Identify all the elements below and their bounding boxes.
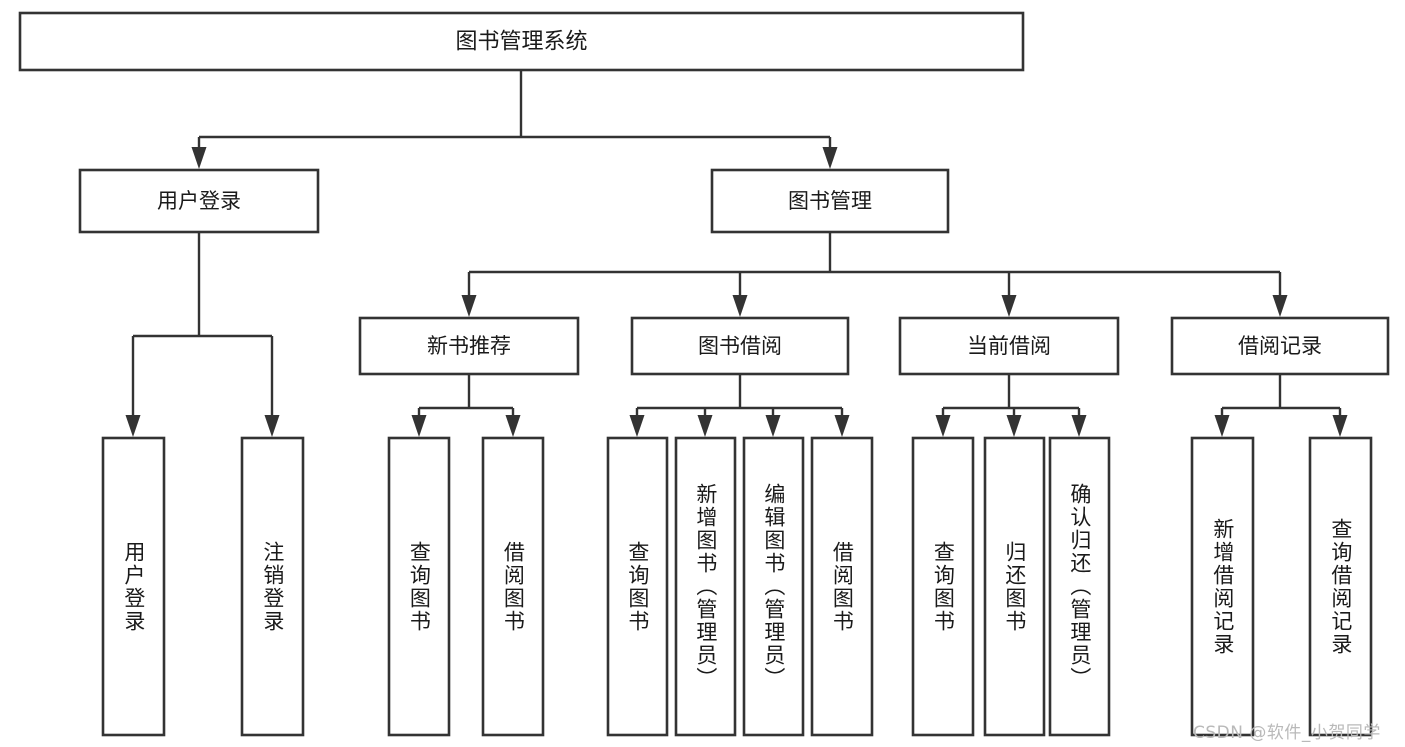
node-box-borrow-record[interactable] xyxy=(1170,316,1390,376)
node-label-user-login: 用户登录 xyxy=(157,189,241,213)
node-box-book-borrow[interactable] xyxy=(630,316,850,376)
node-label-book-borrow: 图书借阅 xyxy=(698,334,782,358)
connector-record-to-leaves xyxy=(1214,374,1348,437)
connector-root-to-level2 xyxy=(191,70,838,169)
node-label-current-borrow: 当前借阅 xyxy=(967,334,1051,358)
node-box-leaf-add-book[interactable] xyxy=(674,436,737,737)
node-box-leaf-edit-book[interactable] xyxy=(742,436,805,737)
node-label-root: 图书管理系统 xyxy=(455,30,587,55)
node-box-leaf-query-book-borrow[interactable] xyxy=(606,436,669,737)
node-label-new-book-recommend: 新书推荐 xyxy=(427,334,511,358)
node-box-current-borrow[interactable] xyxy=(898,316,1120,376)
connector-bookmanage-to-level3 xyxy=(461,232,1288,317)
node-box-leaf-confirm-return[interactable] xyxy=(1048,436,1111,737)
node-box-leaf-logout[interactable] xyxy=(240,436,305,737)
connector-recommend-to-leaves xyxy=(411,374,521,437)
node-label-borrow-record: 借阅记录 xyxy=(1238,334,1322,358)
connector-borrow-to-leaves xyxy=(629,374,850,437)
boxes-layer xyxy=(18,11,1390,737)
node-box-leaf-return-book[interactable] xyxy=(983,436,1046,737)
node-box-leaf-borrow-book-rec[interactable] xyxy=(481,436,545,737)
node-box-leaf-add-record[interactable] xyxy=(1190,436,1255,737)
node-box-leaf-query-book-cur[interactable] xyxy=(911,436,975,737)
connector-current-to-leaves xyxy=(935,374,1087,437)
node-box-book-manage[interactable] xyxy=(710,168,950,234)
node-box-root[interactable] xyxy=(18,11,1025,72)
node-box-leaf-query-book-rec[interactable] xyxy=(387,436,451,737)
node-label-book-manage: 图书管理 xyxy=(788,189,872,213)
node-box-new-book-recommend[interactable] xyxy=(358,316,580,376)
csdn-watermark: CSDN @软件_小贺同学 xyxy=(1193,723,1381,743)
node-box-user-login[interactable] xyxy=(78,168,320,234)
node-box-leaf-user-login[interactable] xyxy=(101,436,166,737)
node-box-leaf-borrow-book[interactable] xyxy=(810,436,874,737)
node-box-leaf-query-record[interactable] xyxy=(1308,436,1373,737)
connectors-layer xyxy=(125,70,1348,437)
connector-userlogin-to-leaves xyxy=(125,232,280,437)
